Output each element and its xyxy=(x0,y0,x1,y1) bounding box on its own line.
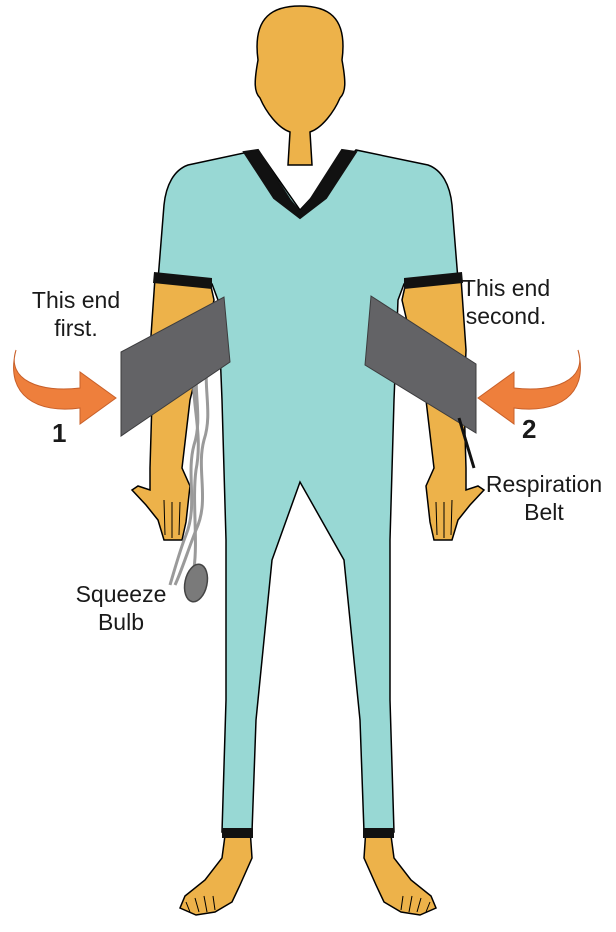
squeeze-bulb-label-line1: Squeeze xyxy=(56,580,186,608)
step-1-number: 1 xyxy=(52,418,66,449)
respiration-belt-label-line2: Belt xyxy=(476,498,612,526)
feet xyxy=(180,828,436,915)
curved-arrow-left-icon xyxy=(478,350,580,424)
curved-arrow-right-icon xyxy=(14,350,116,424)
left-end-label-line1: This end xyxy=(14,286,138,314)
jumpsuit xyxy=(153,150,463,838)
left-end-label-line2: first. xyxy=(14,314,138,342)
step-2-number: 2 xyxy=(522,414,536,445)
respiration-belt-label-line1: Respiration xyxy=(476,470,612,498)
left-end-label: This end first. xyxy=(14,286,138,342)
respiration-belt-label: Respiration Belt xyxy=(476,470,612,526)
right-end-label-line2: second. xyxy=(436,302,576,330)
squeeze-bulb-label-line2: Bulb xyxy=(56,608,186,636)
squeeze-bulb-label: Squeeze Bulb xyxy=(56,580,186,636)
right-end-label-line1: This end xyxy=(436,274,576,302)
right-end-label: This end second. xyxy=(436,274,576,330)
head xyxy=(255,6,345,165)
